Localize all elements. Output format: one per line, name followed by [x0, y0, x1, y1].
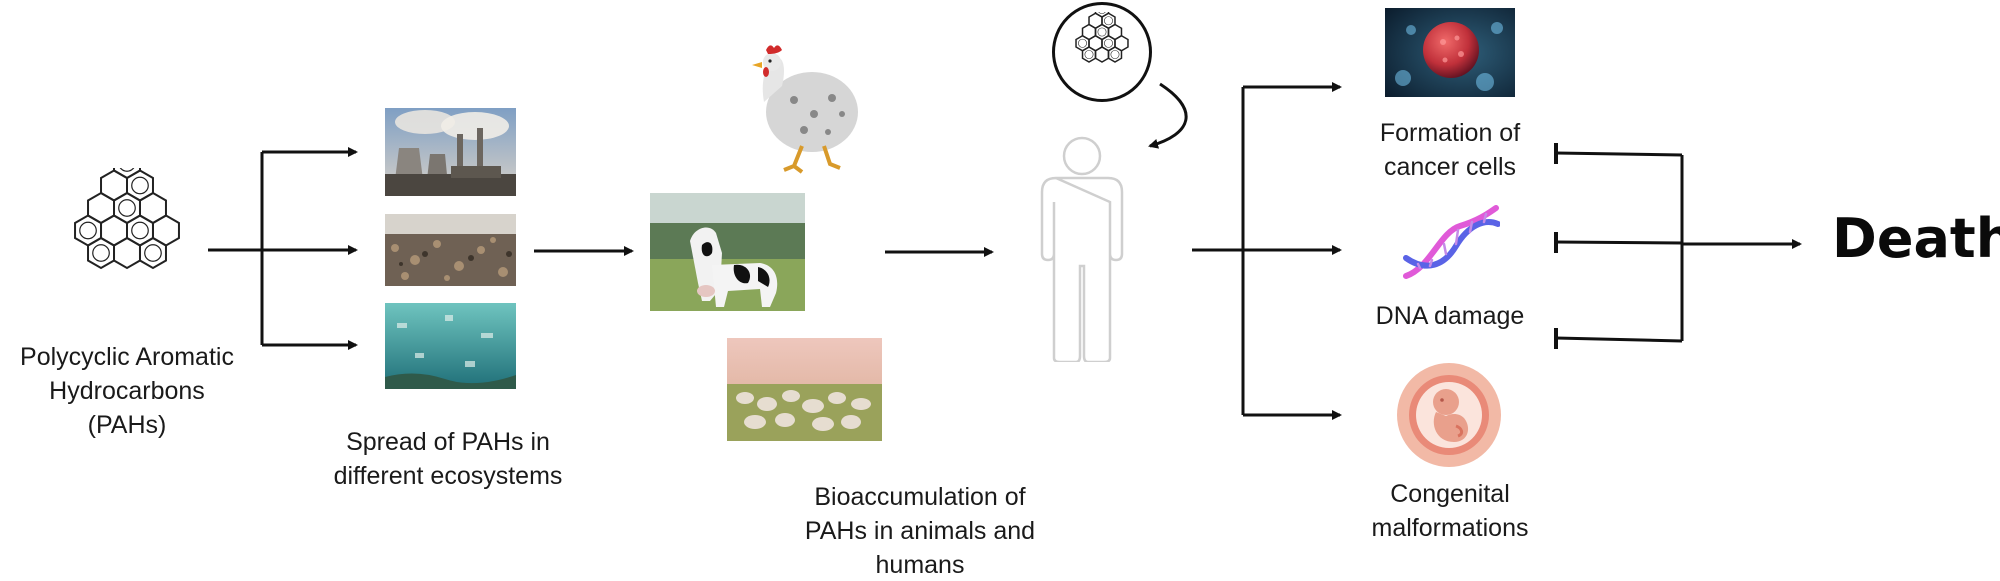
curved-arrow-molecule-to-human — [1148, 82, 1188, 149]
dna-label: DNA damage — [1330, 299, 1570, 333]
bioaccumulation-label-line: Bioaccumulation of — [814, 483, 1026, 511]
connector-cancer — [1555, 151, 1683, 157]
molecule-ring — [1094, 46, 1110, 63]
spread-label-line: Spread of PAHs in — [346, 428, 550, 456]
molecule-aromatic-ring — [131, 221, 149, 240]
death-label: Death — [1832, 207, 2000, 270]
molecule-aromatic-ring — [1078, 38, 1087, 48]
congenital-label-line: malformations — [1371, 514, 1529, 542]
molecule-aromatic-ring — [1097, 27, 1107, 37]
cancer-label: Formation of cancer cells — [1330, 116, 1570, 184]
bioaccumulation-label-line: humans — [875, 551, 965, 579]
molecule-ring — [113, 236, 141, 270]
fetus-icon — [1397, 363, 1501, 467]
spread-label-line: different ecosystems — [333, 462, 563, 490]
pahs-label-line: Hydrocarbons — [49, 377, 205, 405]
cow-icon — [650, 193, 805, 311]
spread-label: Spread of PAHs in different ecosystems — [318, 425, 578, 493]
cancer-label-line: Formation of — [1379, 119, 1521, 147]
molecule-aromatic-ring — [1104, 38, 1113, 48]
congenital-label-line: Congenital — [1390, 480, 1510, 508]
molecule-aromatic-ring — [1104, 16, 1113, 26]
pah-molecule-icon — [74, 168, 180, 270]
dna-helix-icon — [1403, 205, 1500, 279]
congenital-label: Congenital malformations — [1330, 477, 1570, 545]
bioaccumulation-label: Bioaccumulation of PAHs in animals and h… — [780, 480, 1060, 581]
molecule-aromatic-ring — [1098, 12, 1106, 14]
molecule-aromatic-ring — [92, 244, 110, 262]
sheep-flock-icon — [727, 338, 882, 441]
cancer-label-line: cancer cells — [1384, 153, 1516, 181]
polluted-water-icon — [385, 303, 516, 389]
human-outline-icon — [1040, 136, 1124, 362]
molecule-aromatic-ring — [118, 199, 136, 217]
molecule-ring — [1081, 46, 1097, 63]
molecule-aromatic-ring — [119, 168, 135, 172]
molecule-ring — [87, 236, 116, 270]
molecule-ring — [138, 236, 167, 270]
bioaccumulation-label-line: PAHs in animals and — [804, 517, 1036, 545]
pahs-label: Polycyclic Aromatic Hydrocarbons (PAHs) — [0, 340, 254, 442]
landfill-icon — [385, 214, 516, 286]
molecule-circle — [1052, 2, 1152, 102]
molecule-aromatic-ring — [144, 244, 162, 262]
pahs-label-line: Polycyclic Aromatic — [20, 343, 234, 371]
pah-molecule-icon — [1075, 12, 1129, 63]
molecule-aromatic-ring — [131, 176, 149, 195]
dna-label-line: DNA damage — [1375, 302, 1525, 330]
chicken-icon — [752, 45, 858, 174]
molecule-aromatic-ring — [79, 221, 97, 240]
connector-congenital — [1555, 336, 1683, 343]
molecule-aromatic-ring — [1110, 50, 1120, 59]
factory-smokestacks-icon — [385, 108, 516, 196]
connector-dna — [1555, 240, 1683, 245]
pahs-label-line: (PAHs) — [87, 411, 167, 439]
molecule-ring — [1107, 46, 1123, 63]
molecule-aromatic-ring — [1084, 50, 1094, 59]
cancer-cell-icon — [1385, 8, 1515, 97]
